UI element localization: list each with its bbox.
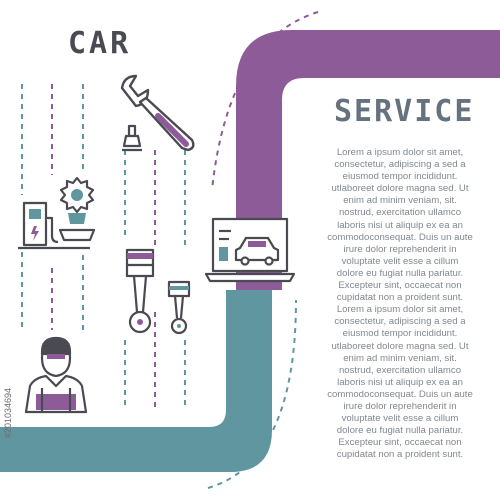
award-medal-icon [58,176,96,242]
spark-plug-icon [122,124,142,152]
engine-piston-icon [125,248,155,334]
dashed-lines [21,84,186,410]
body-paragraph: Lorem a ipsum dolor sit amet, consectetu… [327,147,473,461]
stock-id-watermark: #201034694 [3,388,13,439]
dashed-curve-bottom [207,299,297,489]
car-laptop-icon [204,217,296,283]
title-car: CAR [68,26,132,61]
dashed-curve-top [211,11,319,191]
mechanic-worker-icon [24,336,88,414]
teal-road-band [0,290,272,472]
title-service: SERVICE [334,94,475,129]
charging-station-icon [18,201,90,250]
wrench-icon [120,74,195,152]
small-piston-icon [167,280,191,335]
